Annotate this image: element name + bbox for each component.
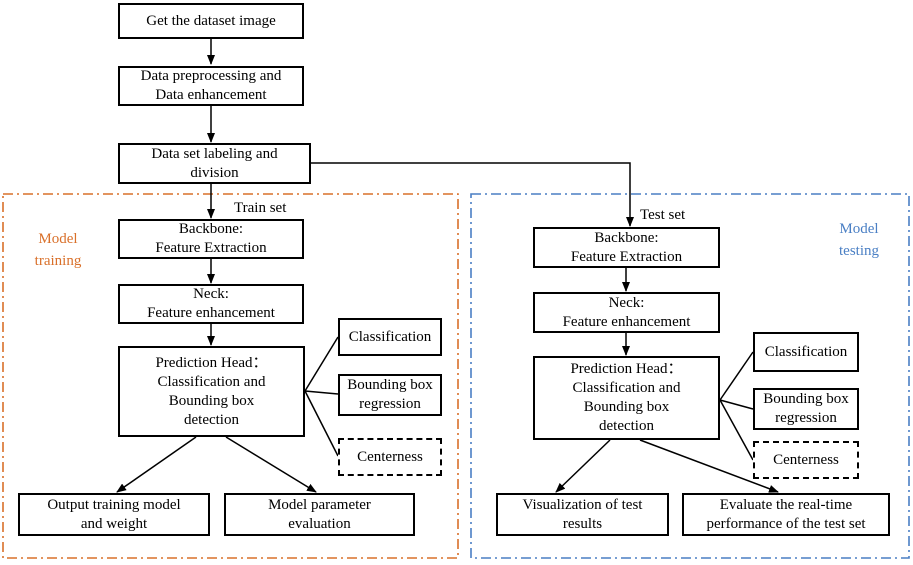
train-set-label: Train set bbox=[234, 200, 287, 216]
train-region-border bbox=[2, 193, 459, 559]
link-train-head-to-centerness bbox=[304, 390, 339, 457]
train-neck-box: Neck: Feature enhancement bbox=[118, 284, 304, 324]
test-backbone-box: Backbone: Feature Extraction bbox=[533, 227, 720, 268]
link-test-head-to-bbox bbox=[719, 399, 754, 410]
train-evaluation-box: Model parameter evaluation bbox=[224, 493, 415, 536]
test-bbox-regression-box: Bounding box regression bbox=[753, 388, 859, 430]
test-visualization-box: Visualization of test results bbox=[496, 493, 669, 536]
test-region-border bbox=[470, 193, 910, 559]
preprocess-box: Data preprocessing and Data enhancement bbox=[118, 66, 304, 106]
link-test-head-to-classification bbox=[719, 351, 754, 401]
arrow-test-head-to-realtime bbox=[639, 439, 779, 493]
test-region-title: Model testing bbox=[839, 221, 879, 259]
labeling-box: Data set labeling and division bbox=[118, 143, 311, 184]
link-train-head-to-bbox bbox=[304, 390, 339, 395]
dataset-box: Get the dataset image bbox=[118, 3, 304, 39]
test-centerness-box: Centerness bbox=[753, 441, 859, 479]
link-train-head-to-classification bbox=[304, 336, 339, 392]
arrow-train-head-to-output bbox=[116, 436, 197, 493]
link-test-head-to-centerness bbox=[719, 399, 754, 461]
test-set-label: Test set bbox=[640, 207, 686, 223]
train-classification-box: Classification bbox=[338, 318, 442, 356]
test-classification-box: Classification bbox=[753, 332, 859, 372]
arrow-test-head-to-visualization bbox=[555, 439, 611, 493]
arrow-labeling-to-test-backbone bbox=[311, 162, 634, 227]
test-head-box: Prediction Head： Classification and Boun… bbox=[533, 356, 720, 440]
test-realtime-box: Evaluate the real-time performance of th… bbox=[682, 493, 890, 536]
train-output-box: Output training model and weight bbox=[18, 493, 210, 536]
train-backbone-box: Backbone: Feature Extraction bbox=[118, 219, 304, 259]
train-centerness-box: Centerness bbox=[338, 438, 442, 476]
test-neck-box: Neck: Feature enhancement bbox=[533, 292, 720, 333]
arrow-train-head-to-evaluation bbox=[225, 436, 317, 493]
train-head-box: Prediction Head： Classification and Boun… bbox=[118, 346, 305, 437]
train-region-title: Model training bbox=[34, 231, 82, 269]
train-bbox-regression-box: Bounding box regression bbox=[338, 374, 442, 416]
